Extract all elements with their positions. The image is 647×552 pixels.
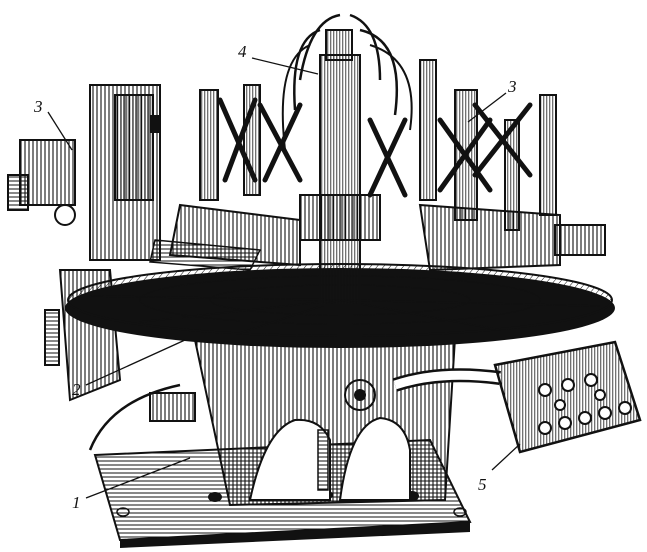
callouts: 1 2 3 3 4 5 <box>33 42 517 512</box>
control-pendant <box>392 340 642 454</box>
tool-posts <box>199 59 557 231</box>
callout-2: 2 <box>72 380 81 399</box>
callout-4: 4 <box>238 42 247 61</box>
callout-3-left: 3 <box>33 97 43 116</box>
callout-3-right: 3 <box>507 77 517 96</box>
central-spindle-head <box>281 13 413 306</box>
right-bracket <box>149 203 606 272</box>
left-motor-head <box>7 84 161 261</box>
leader-lines <box>47 57 521 499</box>
scissor-linkages <box>217 97 533 198</box>
pedestal <box>149 336 457 507</box>
callout-5: 5 <box>478 475 487 494</box>
callout-1: 1 <box>72 493 81 512</box>
